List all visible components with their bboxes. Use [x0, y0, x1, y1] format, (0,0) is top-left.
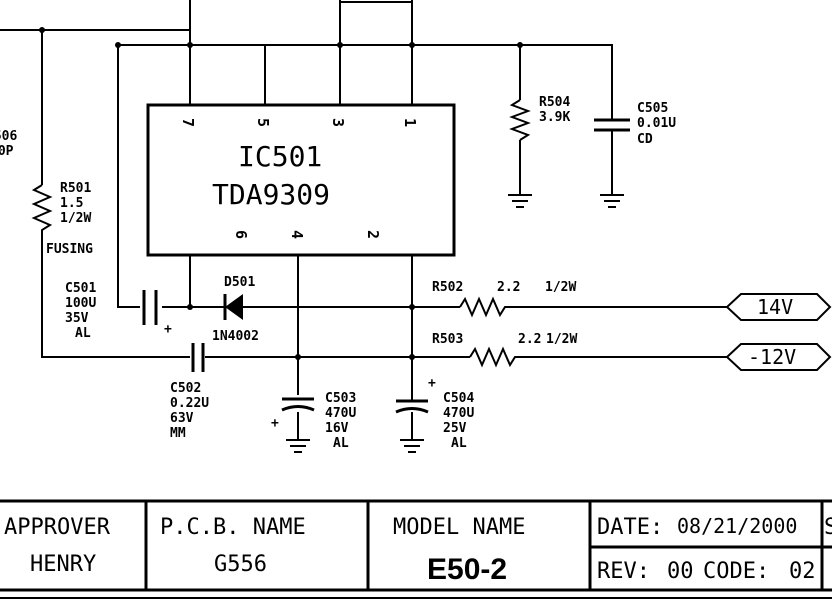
model-name-value: E50-2: [427, 553, 507, 586]
cut-off-label: S: [824, 515, 832, 540]
ic501-ref: IC501: [238, 140, 322, 173]
code-label: CODE:: [703, 559, 769, 584]
ic-pin-3: 3: [329, 118, 347, 127]
output-neg12v-connector: [725, 343, 832, 371]
r504-value: 3.9K: [539, 110, 570, 125]
c501-capacitor-symbol: [142, 290, 158, 325]
c504-ref: C504: [443, 391, 474, 406]
c505-capacitor-symbol: [594, 118, 630, 132]
c501-value: 100U: [65, 296, 96, 311]
r502-value: 2.2: [497, 280, 520, 295]
r503-value: 2.2: [518, 332, 541, 347]
pcb-name-value: G556: [214, 552, 267, 577]
approver-value: HENRY: [30, 552, 96, 577]
r503-resistor-symbol: [469, 346, 520, 368]
model-name-label: MODEL NAME: [393, 515, 525, 540]
r501-note: FUSING: [46, 242, 93, 257]
ic-pin-5: 5: [254, 118, 272, 127]
r503-power: 1/2W: [546, 332, 577, 347]
output-14v-connector: [725, 293, 832, 321]
c503-type: AL: [333, 436, 349, 451]
ic-pin-2: 2: [364, 230, 382, 239]
c503-polarity: +: [271, 416, 279, 431]
d501-diode-symbol: [223, 294, 243, 320]
r503-ref: R503: [432, 332, 463, 347]
d501-ref: D501: [224, 275, 255, 290]
c503-ref: C503: [325, 391, 356, 406]
c502-type: MM: [170, 426, 186, 441]
r501-power: 1/2W: [60, 211, 91, 226]
c505-value: 0.01U: [637, 116, 676, 131]
date-label: DATE:: [597, 515, 663, 540]
ic-pin-1: 1: [401, 118, 419, 127]
c501-polarity: +: [164, 322, 172, 337]
ground-icon: [286, 194, 624, 453]
wires: [0, 0, 727, 440]
c504-voltage: 25V: [443, 421, 467, 436]
r502-power: 1/2W: [545, 280, 576, 295]
c501-ref: C501: [65, 281, 96, 296]
ic-pin-7: 7: [179, 118, 197, 127]
r504-ref: R504: [539, 95, 570, 110]
c503-capacitor-symbol: [281, 397, 315, 412]
r501-resistor-symbol: [31, 184, 53, 240]
c502-value: 0.22U: [170, 396, 209, 411]
date-value: 08/21/2000: [677, 514, 797, 538]
ic501-part: TDA9309: [212, 178, 330, 211]
c504-type: AL: [451, 436, 467, 451]
rev-label: REV:: [597, 559, 650, 584]
c502-capacitor-symbol: [191, 343, 205, 372]
c505-ref: C505: [637, 101, 668, 116]
partial-value-label: 00P: [0, 144, 14, 159]
c504-capacitor-symbol: [395, 399, 429, 414]
title-block-frame: [0, 499, 832, 599]
r502-resistor-symbol: [459, 296, 520, 318]
rev-value: 00: [667, 559, 694, 584]
c503-value: 470U: [325, 406, 356, 421]
r501-value: 1.5: [60, 196, 83, 211]
c502-ref: C502: [170, 381, 201, 396]
c502-voltage: 63V: [170, 411, 194, 426]
c504-polarity: +: [428, 376, 436, 391]
approver-label: APPROVER: [4, 515, 111, 540]
output-14v-label: 14V: [757, 295, 793, 319]
r501-ref: R501: [60, 181, 91, 196]
c503-voltage: 16V: [325, 421, 349, 436]
d501-part: 1N4002: [212, 329, 259, 344]
r504-resistor-symbol: [509, 99, 531, 141]
c504-value: 470U: [443, 406, 474, 421]
c505-type: CD: [637, 132, 653, 147]
partial-ref-label: R506: [0, 129, 17, 144]
ic-pin-6: 6: [232, 230, 250, 239]
junctions: [39, 27, 523, 360]
r502-ref: R502: [432, 280, 463, 295]
output-neg12v-label: -12V: [748, 345, 796, 369]
pcb-name-label: P.C.B. NAME: [160, 515, 306, 540]
c501-voltage: 35V: [65, 311, 89, 326]
code-value: 02: [789, 559, 816, 584]
c501-type: AL: [75, 326, 91, 341]
ic-pin-4: 4: [288, 230, 306, 239]
ic501-body: [146, 103, 456, 257]
